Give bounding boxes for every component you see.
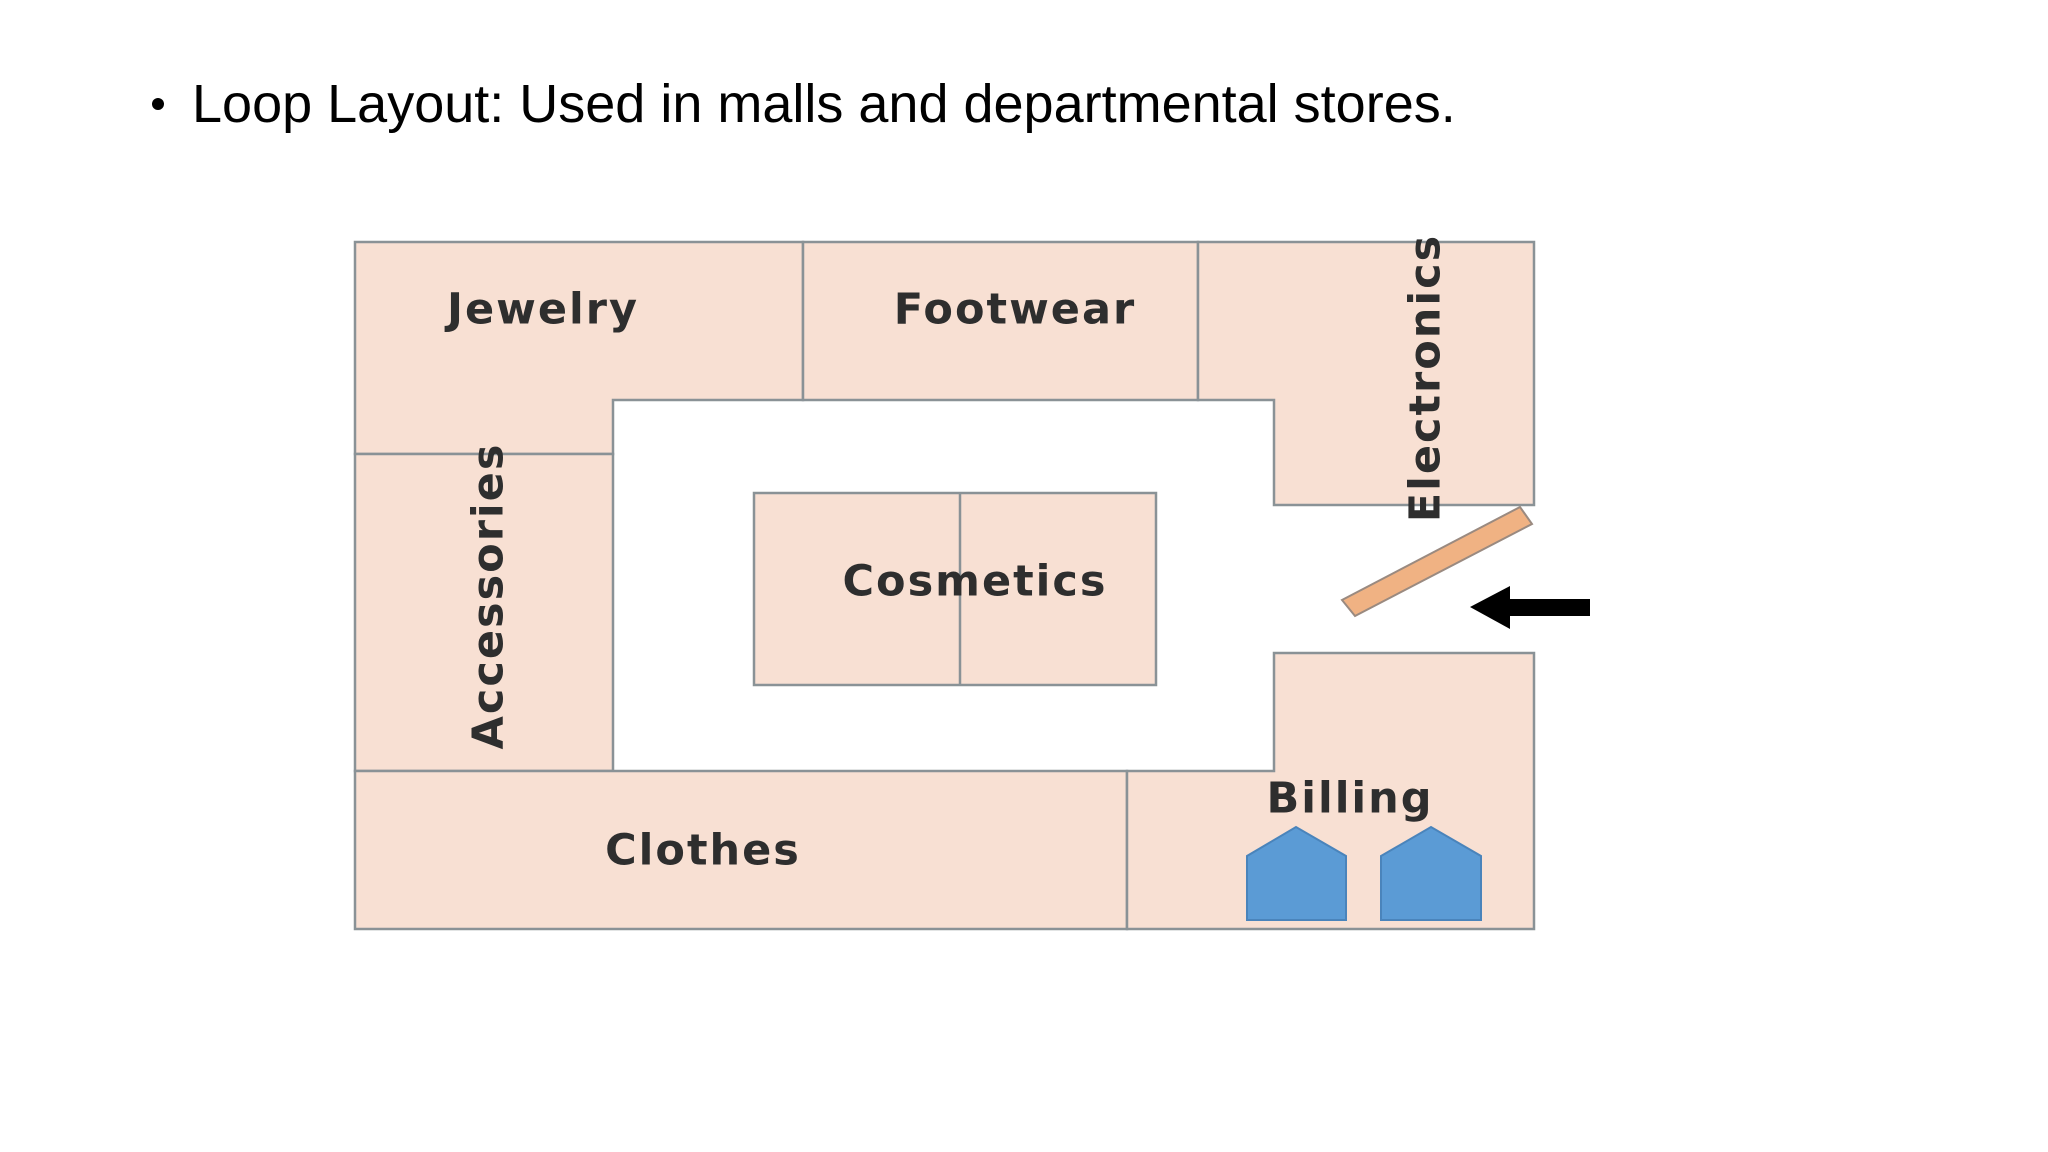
bullet-text: Loop Layout: Used in malls and departmen… <box>192 74 1456 134</box>
billing-counter-1 <box>1246 825 1347 921</box>
billing-counter-2 <box>1380 825 1482 921</box>
cosmetics-label: Cosmetics <box>842 557 1107 607</box>
accessories-label: Accessories <box>464 443 514 750</box>
accessories-section <box>353 452 615 773</box>
jewelry-label: Jewelry <box>444 285 639 335</box>
clothes-section <box>353 769 1129 931</box>
clothes-label: Clothes <box>605 826 801 876</box>
jewelry-section <box>353 240 805 456</box>
cosmetics-section <box>752 491 1158 687</box>
bullet-item: Loop Layout: Used in malls and departmen… <box>152 64 1456 144</box>
footwear-label: Footwear <box>894 285 1136 335</box>
electronics-label: Electronics <box>1401 234 1451 523</box>
entrance-door <box>1340 505 1534 618</box>
footwear-section <box>801 240 1200 402</box>
electronics-section <box>1196 240 1536 507</box>
bullet-icon <box>152 98 164 110</box>
entry-arrow-icon <box>1470 586 1590 629</box>
billing-label: Billing <box>1266 774 1433 824</box>
